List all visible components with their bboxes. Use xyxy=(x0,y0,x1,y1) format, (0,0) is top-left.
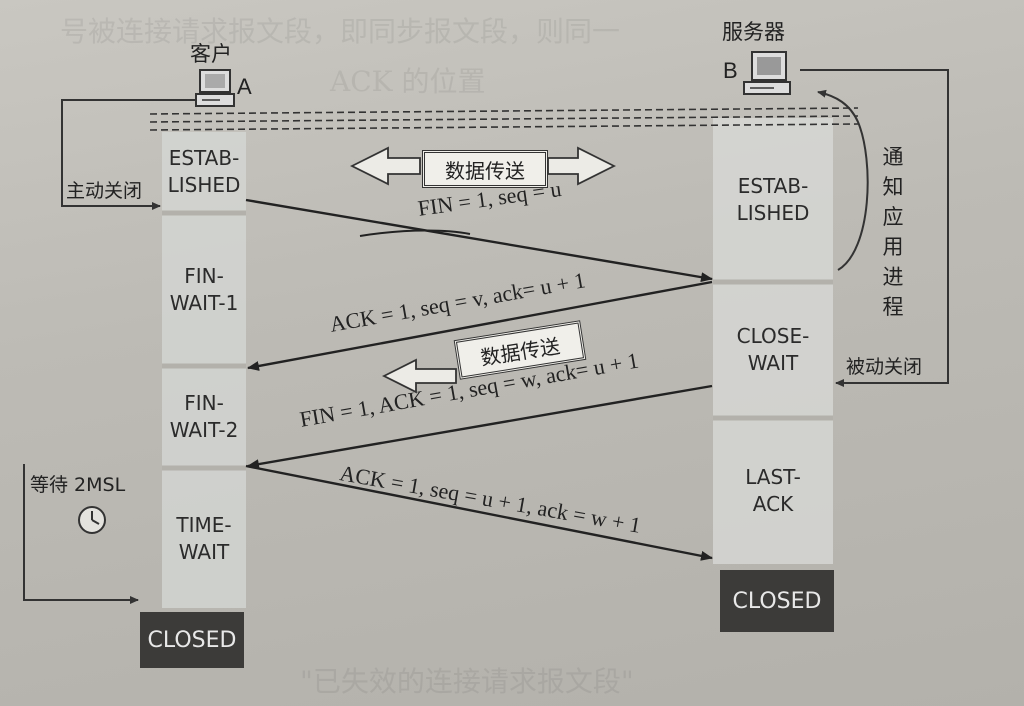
notify-app-label: 通知应用进程 xyxy=(882,145,904,319)
server-state-close-wait: CLOSE- WAIT xyxy=(736,324,810,375)
server-timeline xyxy=(713,118,833,564)
passive-close-line xyxy=(800,69,949,387)
client-state-established: ESTAB- LISHED xyxy=(167,146,241,197)
server-state-closed: CLOSED xyxy=(720,570,834,632)
server-letter: B xyxy=(723,58,738,83)
client-state-time-wait: TIME- WAIT xyxy=(176,513,232,564)
msg1-arrow xyxy=(245,198,713,283)
data-transfer-bidirectional-arrow xyxy=(349,146,617,186)
clock-icon xyxy=(78,506,106,534)
client-letter: A xyxy=(237,74,252,99)
data-transfer-box: 数据传送 xyxy=(422,150,548,188)
active-close-line xyxy=(61,99,200,210)
client-label: 客户 xyxy=(190,43,232,66)
wait-2msl-line xyxy=(23,464,139,604)
server-label: 服务器 xyxy=(722,21,785,44)
client-state-fin-wait-1: FIN- WAIT-1 xyxy=(169,264,239,315)
msg3-arrow xyxy=(247,384,713,470)
server-state-last-ack: LAST- ACK xyxy=(745,465,801,516)
msg1-underline-stroke xyxy=(359,229,471,237)
active-close-label: 主动关闭 xyxy=(66,180,143,202)
computer-icon xyxy=(743,51,791,95)
computer-icon xyxy=(195,69,235,107)
msg4-arrow xyxy=(245,464,713,561)
wait-2msl-label: 等待 2MSL xyxy=(30,474,126,496)
notify-app-arrow xyxy=(817,89,869,271)
data-transfer-left-arrow xyxy=(381,358,457,394)
client-state-closed: CLOSED xyxy=(140,612,244,668)
network-link xyxy=(149,107,859,131)
client-state-fin-wait-2: FIN- WAIT-2 xyxy=(169,391,239,442)
passive-close-label: 被动关闭 xyxy=(846,356,923,378)
msg2-arrow xyxy=(247,280,713,371)
server-state-established: ESTAB- LISHED xyxy=(736,174,810,225)
